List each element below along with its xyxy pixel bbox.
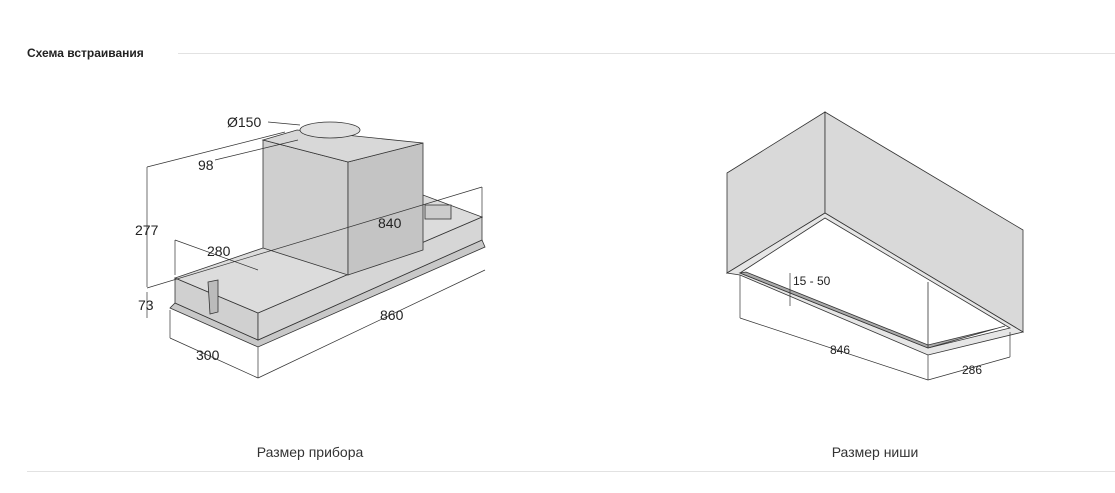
- niche-caption: Размер ниши: [831, 444, 919, 460]
- dim-length: 860: [380, 307, 404, 323]
- dim-depth: 300: [196, 347, 220, 363]
- dim-length-top: 840: [378, 215, 402, 231]
- dim-depth-top: 280: [207, 243, 231, 259]
- dim-niche-length: 846: [830, 343, 850, 357]
- appliance-caption: Размер прибора: [256, 444, 364, 460]
- divider: [178, 53, 1115, 54]
- dim-duct: Ø150: [227, 114, 261, 130]
- section-title: Схема встраивания: [27, 46, 144, 60]
- divider: [27, 471, 1115, 472]
- dim-offset: 98: [198, 157, 214, 173]
- dim-height: 277: [135, 222, 159, 238]
- dim-base-height: 73: [138, 297, 154, 313]
- niche-diagram: [725, 111, 1025, 356]
- dim-niche-depth: 286: [962, 363, 982, 377]
- dim-gap: 15 - 50: [793, 274, 831, 288]
